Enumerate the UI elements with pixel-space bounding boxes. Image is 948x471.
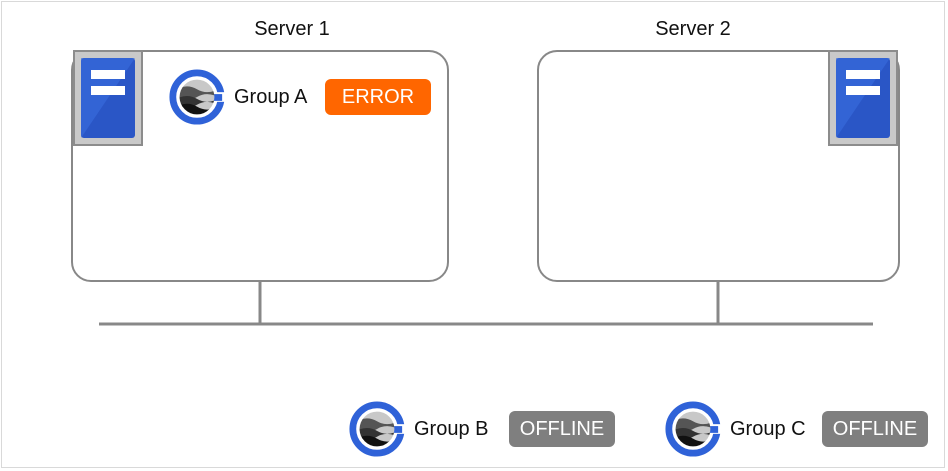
group-b: Group B (348, 400, 488, 458)
group-logo-icon (665, 401, 722, 457)
server1-title: Server 1 (254, 18, 330, 40)
status-badge-offline: OFFLINE (509, 411, 615, 447)
server2-title: Server 2 (655, 18, 731, 40)
group-c: Group C (664, 400, 806, 458)
group-b-label: Group B (414, 417, 489, 440)
group-logo-icon (349, 401, 406, 457)
group-a: Group A (168, 68, 307, 126)
group-c-label: Group C (730, 417, 806, 440)
server-icon (73, 50, 143, 146)
status-badge-error: ERROR (325, 79, 431, 115)
group-a-label: Group A (234, 85, 308, 108)
group-logo-icon (169, 69, 226, 125)
status-badge-offline: OFFLINE (822, 411, 928, 447)
server-icon (828, 50, 898, 146)
